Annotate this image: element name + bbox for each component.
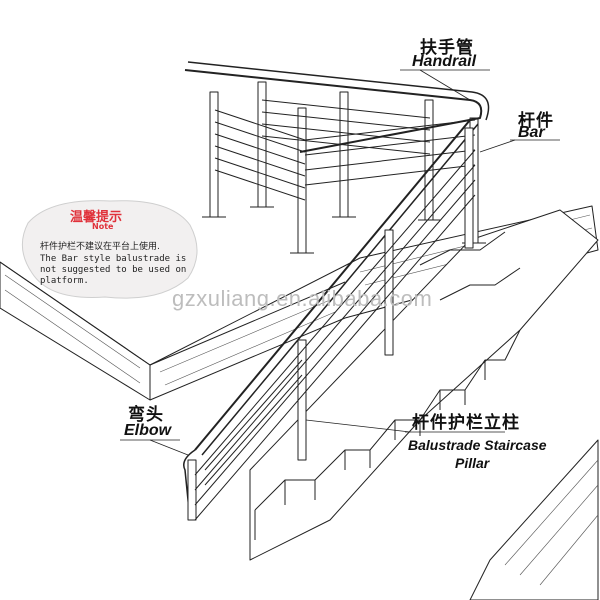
note-text-en: The Bar style balustrade is not suggeste… bbox=[40, 254, 187, 286]
elbow-label-cn: 弯头 bbox=[128, 405, 164, 425]
note-bubble bbox=[21, 200, 198, 299]
pillar-label-en-2: Pillar bbox=[455, 455, 490, 471]
handrail-label-en: Handrail bbox=[412, 53, 477, 70]
pillar-label-en-1: Balustrade Staircase bbox=[408, 437, 547, 453]
stair-steps bbox=[254, 231, 521, 540]
upper-balustrade bbox=[184, 61, 490, 254]
note-text-cn: 杆件护栏不建议在平台上使用. bbox=[40, 242, 160, 252]
pillar-label-cn: 杆件护栏立柱 bbox=[412, 413, 520, 433]
handrail-label-cn: 扶手管 bbox=[420, 38, 474, 58]
lower-floor bbox=[469, 439, 599, 600]
upper-landing-slab bbox=[0, 205, 599, 401]
note-title: 温馨提示 bbox=[70, 210, 123, 225]
note-title-en: Note bbox=[92, 222, 114, 231]
bar-label-cn: 杆件 bbox=[518, 111, 554, 131]
watermark: gzxuliang.en.alibaba.com bbox=[172, 286, 433, 311]
elbow-label-en: Elbow bbox=[124, 422, 172, 439]
bar-label-en: Bar bbox=[518, 124, 545, 141]
stair-balustrade bbox=[183, 119, 479, 521]
leader-lines bbox=[120, 69, 560, 456]
